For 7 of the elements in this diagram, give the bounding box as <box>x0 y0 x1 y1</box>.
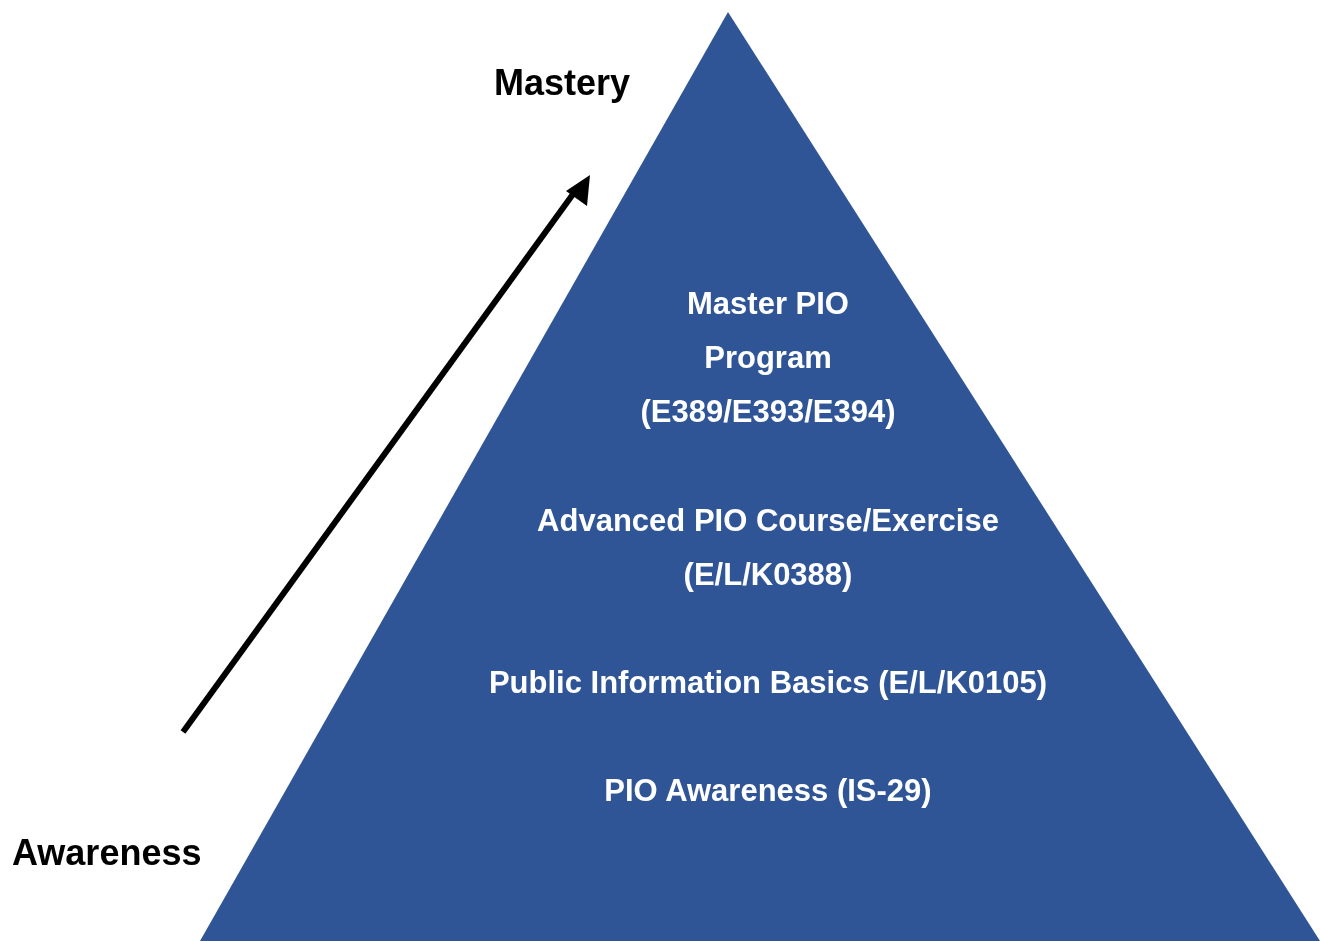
tier-label: Master PIO Program (E389/E393/E394) <box>639 285 897 431</box>
scale-label: Mastery <box>494 62 631 104</box>
tier-label: Public Information Basics (E/L/K0105) <box>487 664 1049 702</box>
tier-label: PIO Awareness (IS-29) <box>603 772 933 810</box>
pyramid-shape <box>200 12 1320 941</box>
scale-label: Awareness <box>12 832 202 874</box>
tier-label: Advanced PIO Course/Exercise (E/L/K0388) <box>536 502 1000 594</box>
